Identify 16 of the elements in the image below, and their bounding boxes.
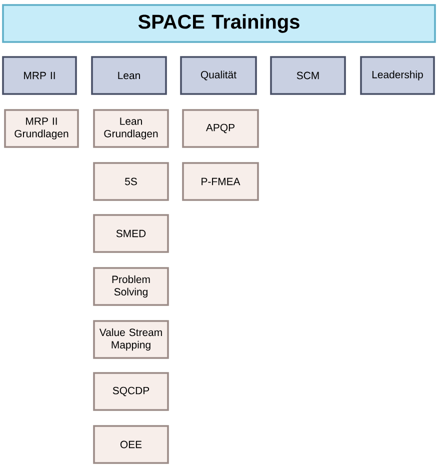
category-box: SCM — [270, 56, 346, 95]
category-box: Qualität — [180, 56, 257, 95]
category-box: Leadership — [360, 56, 435, 95]
training-box: Problem Solving — [93, 267, 169, 306]
training-box: OEE — [93, 425, 169, 464]
training-box: Lean Grundlagen — [93, 109, 169, 148]
category-box: Lean — [91, 56, 167, 95]
training-box: SQCDP — [93, 372, 169, 411]
training-box: Value Stream Mapping — [93, 320, 169, 359]
training-box: P-FMEA — [182, 162, 259, 201]
category-box: MRP II — [2, 56, 77, 95]
training-box: MRP II Grundlagen — [4, 109, 79, 148]
training-box: 5S — [93, 162, 169, 201]
training-box: APQP — [182, 109, 259, 148]
title-banner: SPACE Trainings — [2, 4, 436, 43]
training-box: SMED — [93, 214, 169, 253]
